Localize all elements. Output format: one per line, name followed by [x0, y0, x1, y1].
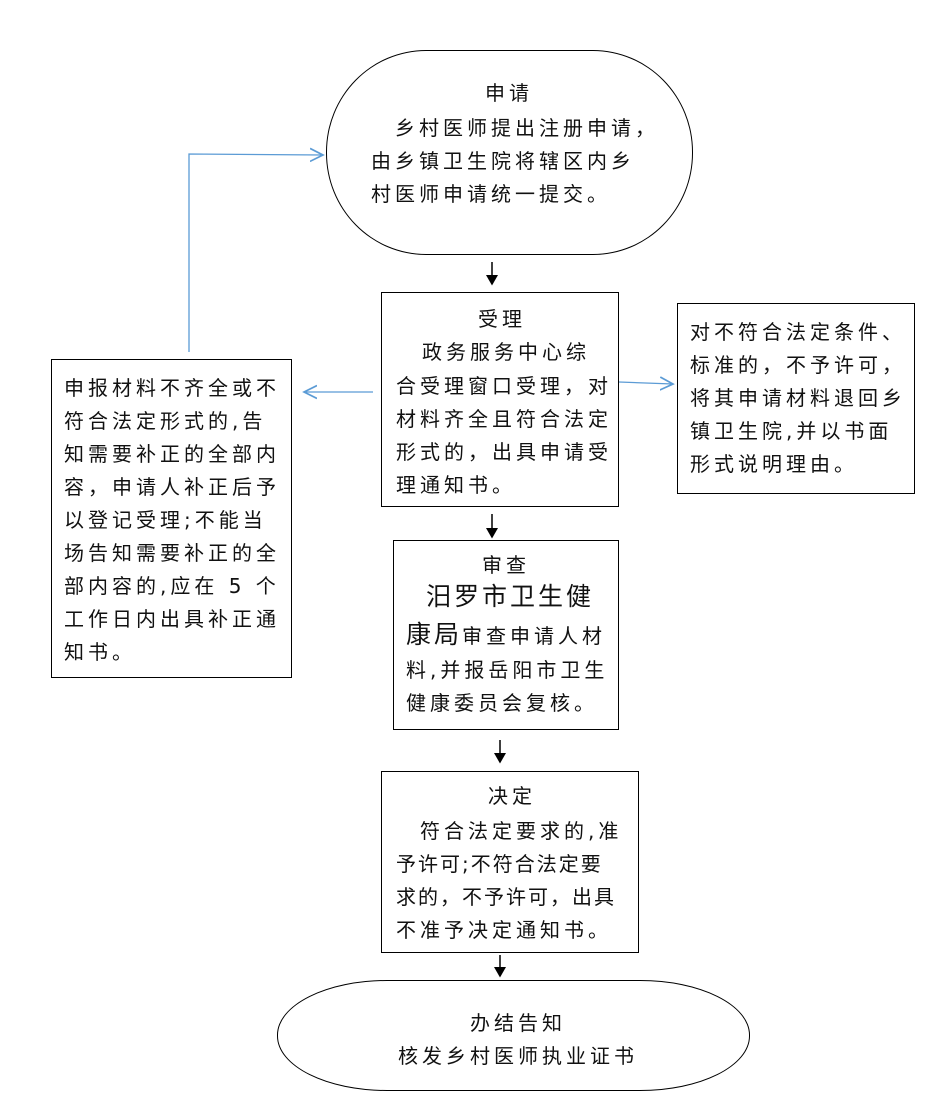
- node-supplement-text: 以登记受理;不能当: [64, 508, 267, 532]
- node-apply-text: 乡村医师提出注册申请，: [395, 116, 659, 140]
- node-supplement-text: 场告知需要补正的全: [64, 541, 280, 565]
- node-apply-text: 由乡镇卫生院将辖区内乡: [371, 149, 635, 173]
- node-review-text: 康局审查申请人材: [406, 620, 607, 649]
- node-reject-text: 镇卫生院,并以书面: [690, 419, 893, 443]
- node-supplement-text: 知书。: [64, 640, 136, 664]
- node-supplement-text: 部内容的,应在 5 个: [64, 574, 280, 598]
- node-supplement-text: 容，申请人补正后予: [64, 475, 280, 499]
- node-review: 审查 汨罗市卫生健 康局审查申请人材 料,并报岳阳市卫生 健康委员会复核。: [393, 540, 619, 730]
- node-decide-title: 决定: [488, 784, 536, 808]
- node-finish-title: 办结告知: [470, 1011, 566, 1035]
- node-apply-title: 申请: [485, 81, 533, 105]
- node-supplement-text: 申报材料不齐全或不: [64, 376, 280, 400]
- arrow-accept-to-reject: [618, 382, 673, 384]
- node-supplement-text: 知需要补正的全部内: [64, 442, 280, 466]
- node-review-text-rest: 审查申请人材: [462, 624, 607, 648]
- node-supplement-text: 符合法定形式的,告: [64, 409, 267, 433]
- node-decide-text: 求的，不予许可，出具: [396, 885, 616, 909]
- node-accept-title: 受理: [478, 307, 526, 331]
- node-review-text: 汨罗市卫生健: [426, 582, 595, 611]
- node-decide-text: 予许可;不符合法定要: [396, 852, 603, 876]
- node-apply-text: 村医师申请统一提交。: [371, 182, 611, 206]
- node-reject: 对不符合法定条件、 标准的，不予许可， 将其申请材料退回乡 镇卫生院,并以书面 …: [677, 303, 915, 494]
- node-accept-text: 形式的，出具申请受: [396, 440, 612, 464]
- node-decide-text: 不准予决定通知书。: [396, 918, 612, 942]
- node-finish-text: 核发乡村医师执业证书: [398, 1044, 638, 1068]
- node-reject-text: 形式说明理由。: [690, 452, 858, 476]
- node-review-big-text: 康局: [406, 620, 463, 649]
- node-accept: 受理 政务服务中心综 合受理窗口受理，对 材料齐全且符合法定 形式的，出具申请受…: [381, 292, 619, 507]
- node-review-text: 健康委员会复核。: [406, 691, 598, 715]
- node-reject-text: 标准的，不予许可，: [690, 353, 906, 377]
- node-decide: 决定 符合法定要求的,准 予许可;不符合法定要 求的，不予许可，出具 不准予决定…: [381, 771, 639, 953]
- node-accept-text: 理通知书。: [396, 473, 516, 497]
- node-apply: 申请 乡村医师提出注册申请， 由乡镇卫生院将辖区内乡 村医师申请统一提交。: [326, 50, 693, 255]
- node-decide-text: 符合法定要求的,准: [420, 819, 623, 843]
- node-finish: 办结告知 核发乡村医师执业证书: [277, 980, 750, 1091]
- node-accept-text: 材料齐全且符合法定: [396, 407, 612, 431]
- node-reject-text: 对不符合法定条件、: [690, 320, 906, 344]
- node-review-title: 审查: [482, 553, 530, 577]
- arrow-supplement-to-apply: [188, 154, 323, 352]
- node-accept-text: 合受理窗口受理，对: [396, 374, 612, 398]
- node-review-text: 料,并报岳阳市卫生: [406, 658, 609, 682]
- node-reject-text: 将其申请材料退回乡: [690, 386, 906, 410]
- node-accept-text: 政务服务中心综: [422, 340, 590, 364]
- node-supplement: 申报材料不齐全或不 符合法定形式的,告 知需要补正的全部内 容，申请人补正后予 …: [51, 359, 292, 678]
- node-supplement-text: 工作日内出具补正通: [64, 607, 280, 631]
